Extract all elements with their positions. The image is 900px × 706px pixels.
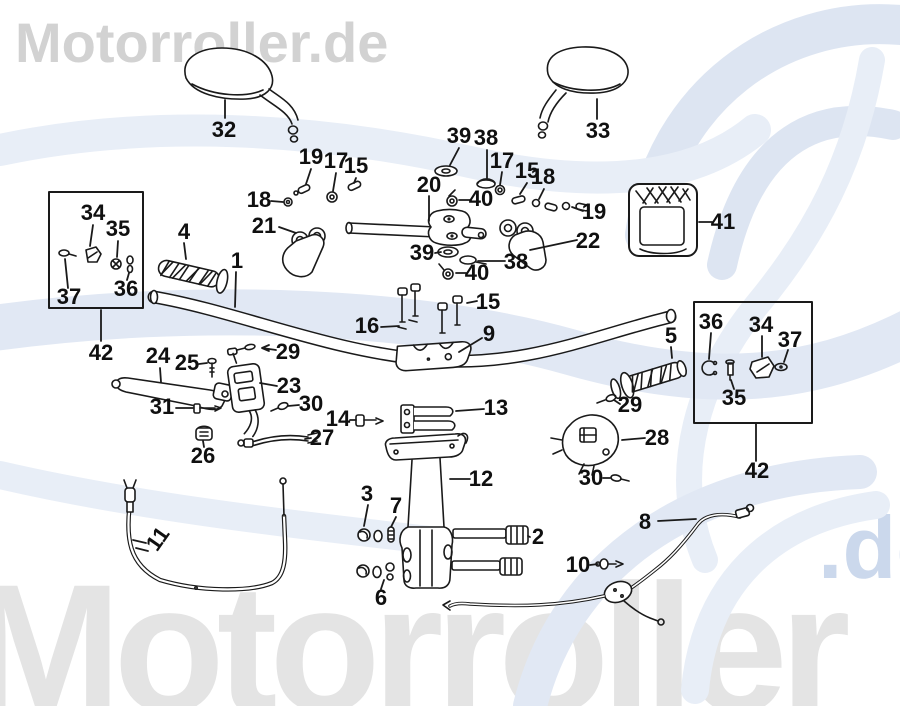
screw-10 (595, 558, 624, 570)
cover-pad-41 (628, 183, 698, 257)
upper-holder-9 (395, 340, 472, 372)
grip-left (157, 259, 229, 294)
detail-box-left (48, 191, 144, 309)
bolts-16 (397, 283, 421, 330)
fastener-stack-3-7-6 (356, 526, 395, 581)
fastener-cluster-lower-center (437, 246, 487, 280)
mirror-left (184, 47, 299, 143)
watermark-swirl (0, 4, 900, 706)
bolts-15 (437, 295, 463, 334)
lever-bracket-23 (226, 347, 266, 438)
stem-riser-12 (384, 432, 469, 589)
crossbar (345, 221, 437, 238)
screw-25 (207, 357, 217, 378)
fastener-cluster-top-center (434, 165, 590, 212)
cable-27 (237, 432, 318, 448)
cable-11 (123, 477, 288, 592)
screw-30-right (610, 474, 630, 482)
fastener-cluster-upper-left (283, 180, 362, 207)
screw-30-left (270, 401, 289, 412)
brake-lever-24 (111, 377, 234, 411)
lower-clamp-13 (400, 404, 456, 434)
mirror-right (537, 46, 629, 139)
crossbar-mount-plate (427, 208, 487, 247)
detail-box-right (693, 301, 813, 424)
switch-housing-28 (550, 414, 620, 476)
bolt-31 (193, 403, 222, 414)
bolts-2 (451, 525, 529, 576)
leader-lines (64, 98, 789, 590)
cap-nut-26 (195, 425, 213, 441)
screw-14 (355, 414, 384, 427)
crossbar-clamp-left (281, 227, 326, 278)
screw-29-left (236, 343, 256, 351)
cable-8 (442, 503, 755, 626)
crossbar-clamp-right (499, 219, 547, 271)
grip-right (610, 359, 688, 400)
screw-29-right (596, 393, 617, 404)
